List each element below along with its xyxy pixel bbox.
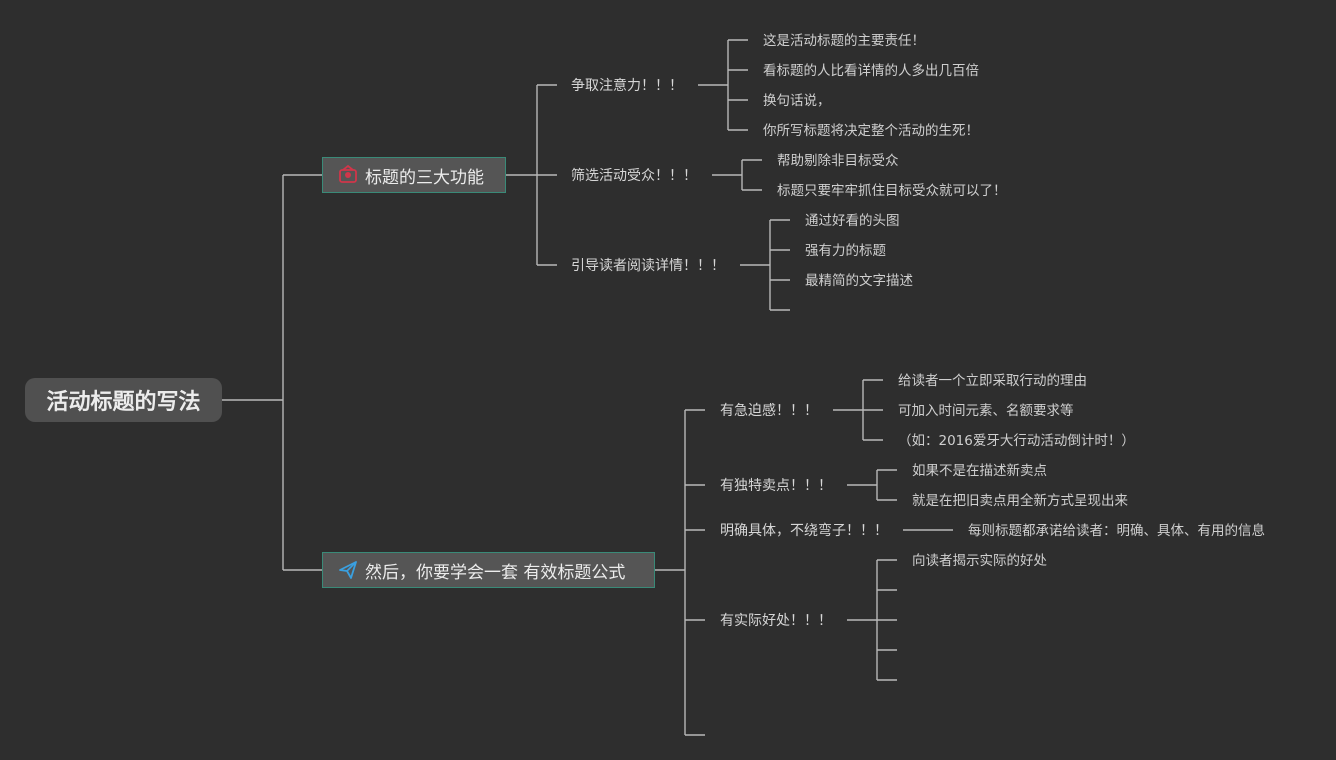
leaf-item[interactable]: 最精简的文字描述 — [805, 273, 913, 289]
subtopic-real-benefit[interactable]: 有实际好处！！！ — [720, 613, 832, 629]
leaf-item[interactable]: 如果不是在描述新卖点 — [912, 463, 1047, 479]
leaf-item[interactable]: 通过好看的头图 — [805, 213, 900, 229]
leaf-item[interactable]: 向读者揭示实际的好处 — [912, 553, 1047, 569]
leaf-item[interactable]: 给读者一个立即采取行动的理由 — [898, 373, 1087, 389]
branch-label: 标题的三大功能 — [365, 167, 484, 188]
subtopic-filter-audience[interactable]: 筛选活动受众！！！ — [571, 168, 697, 184]
subtopic-unique-selling-point[interactable]: 有独特卖点！！！ — [720, 478, 832, 494]
branch-node-title-formula[interactable]: 然后，你要学会一套 有效标题公式 — [322, 552, 655, 588]
subtopic-urgency[interactable]: 有急迫感！！！ — [720, 403, 818, 419]
subtopic-guide-reading[interactable]: 引导读者阅读详情！！！ — [571, 258, 725, 274]
subtopic-specific[interactable]: 明确具体，不绕弯子！！！ — [720, 523, 888, 539]
branch-label: 然后，你要学会一套 有效标题公式 — [365, 562, 626, 583]
leaf-item[interactable]: 就是在把旧卖点用全新方式呈现出来 — [912, 493, 1128, 509]
subtopic-attention[interactable]: 争取注意力！！！ — [571, 78, 683, 94]
badge-icon — [337, 164, 359, 186]
branch-node-title-functions[interactable]: 标题的三大功能 — [322, 157, 506, 193]
leaf-item[interactable]: 强有力的标题 — [805, 243, 886, 259]
leaf-item[interactable]: 你所写标题将决定整个活动的生死！ — [763, 123, 979, 139]
leaf-item[interactable]: 这是活动标题的主要责任！ — [763, 33, 925, 49]
root-node[interactable]: 活动标题的写法 — [25, 378, 222, 422]
leaf-item[interactable]: 可加入时间元素、名额要求等 — [898, 403, 1074, 419]
leaf-item[interactable]: 每则标题都承诺给读者：明确、具体、有用的信息 — [968, 523, 1265, 539]
leaf-item[interactable]: 标题只要牢牢抓住目标受众就可以了！ — [777, 183, 1007, 199]
leaf-item[interactable]: （如：2016爱牙大行动活动倒计时！） — [898, 433, 1135, 449]
leaf-item[interactable]: 换句话说， — [763, 93, 831, 109]
paper-plane-icon — [337, 559, 359, 581]
leaf-item[interactable]: 看标题的人比看详情的人多出几百倍 — [763, 63, 979, 79]
leaf-item[interactable]: 帮助剔除非目标受众 — [777, 153, 899, 169]
